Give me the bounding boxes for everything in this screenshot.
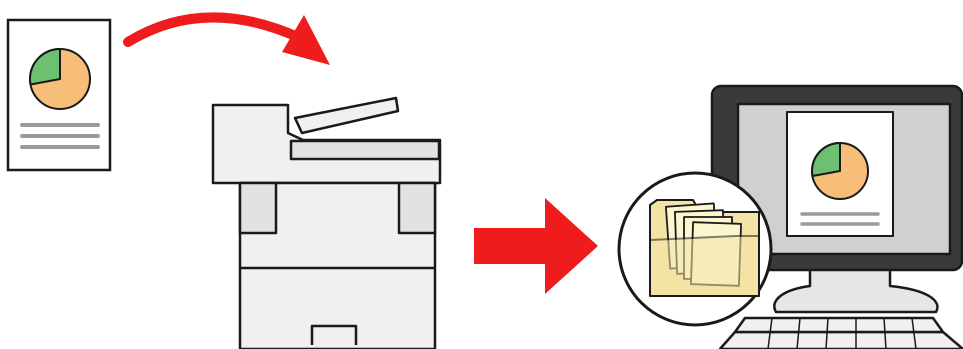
folder-icon <box>619 173 771 325</box>
curved-arrow-icon <box>128 15 330 65</box>
original-document-icon <box>8 20 110 170</box>
keyboard-icon <box>720 318 963 349</box>
scanner-printer-icon <box>213 98 440 349</box>
pie-chart-icon <box>30 49 90 109</box>
right-arrow-icon <box>474 198 598 294</box>
screen-document-icon <box>787 112 893 236</box>
